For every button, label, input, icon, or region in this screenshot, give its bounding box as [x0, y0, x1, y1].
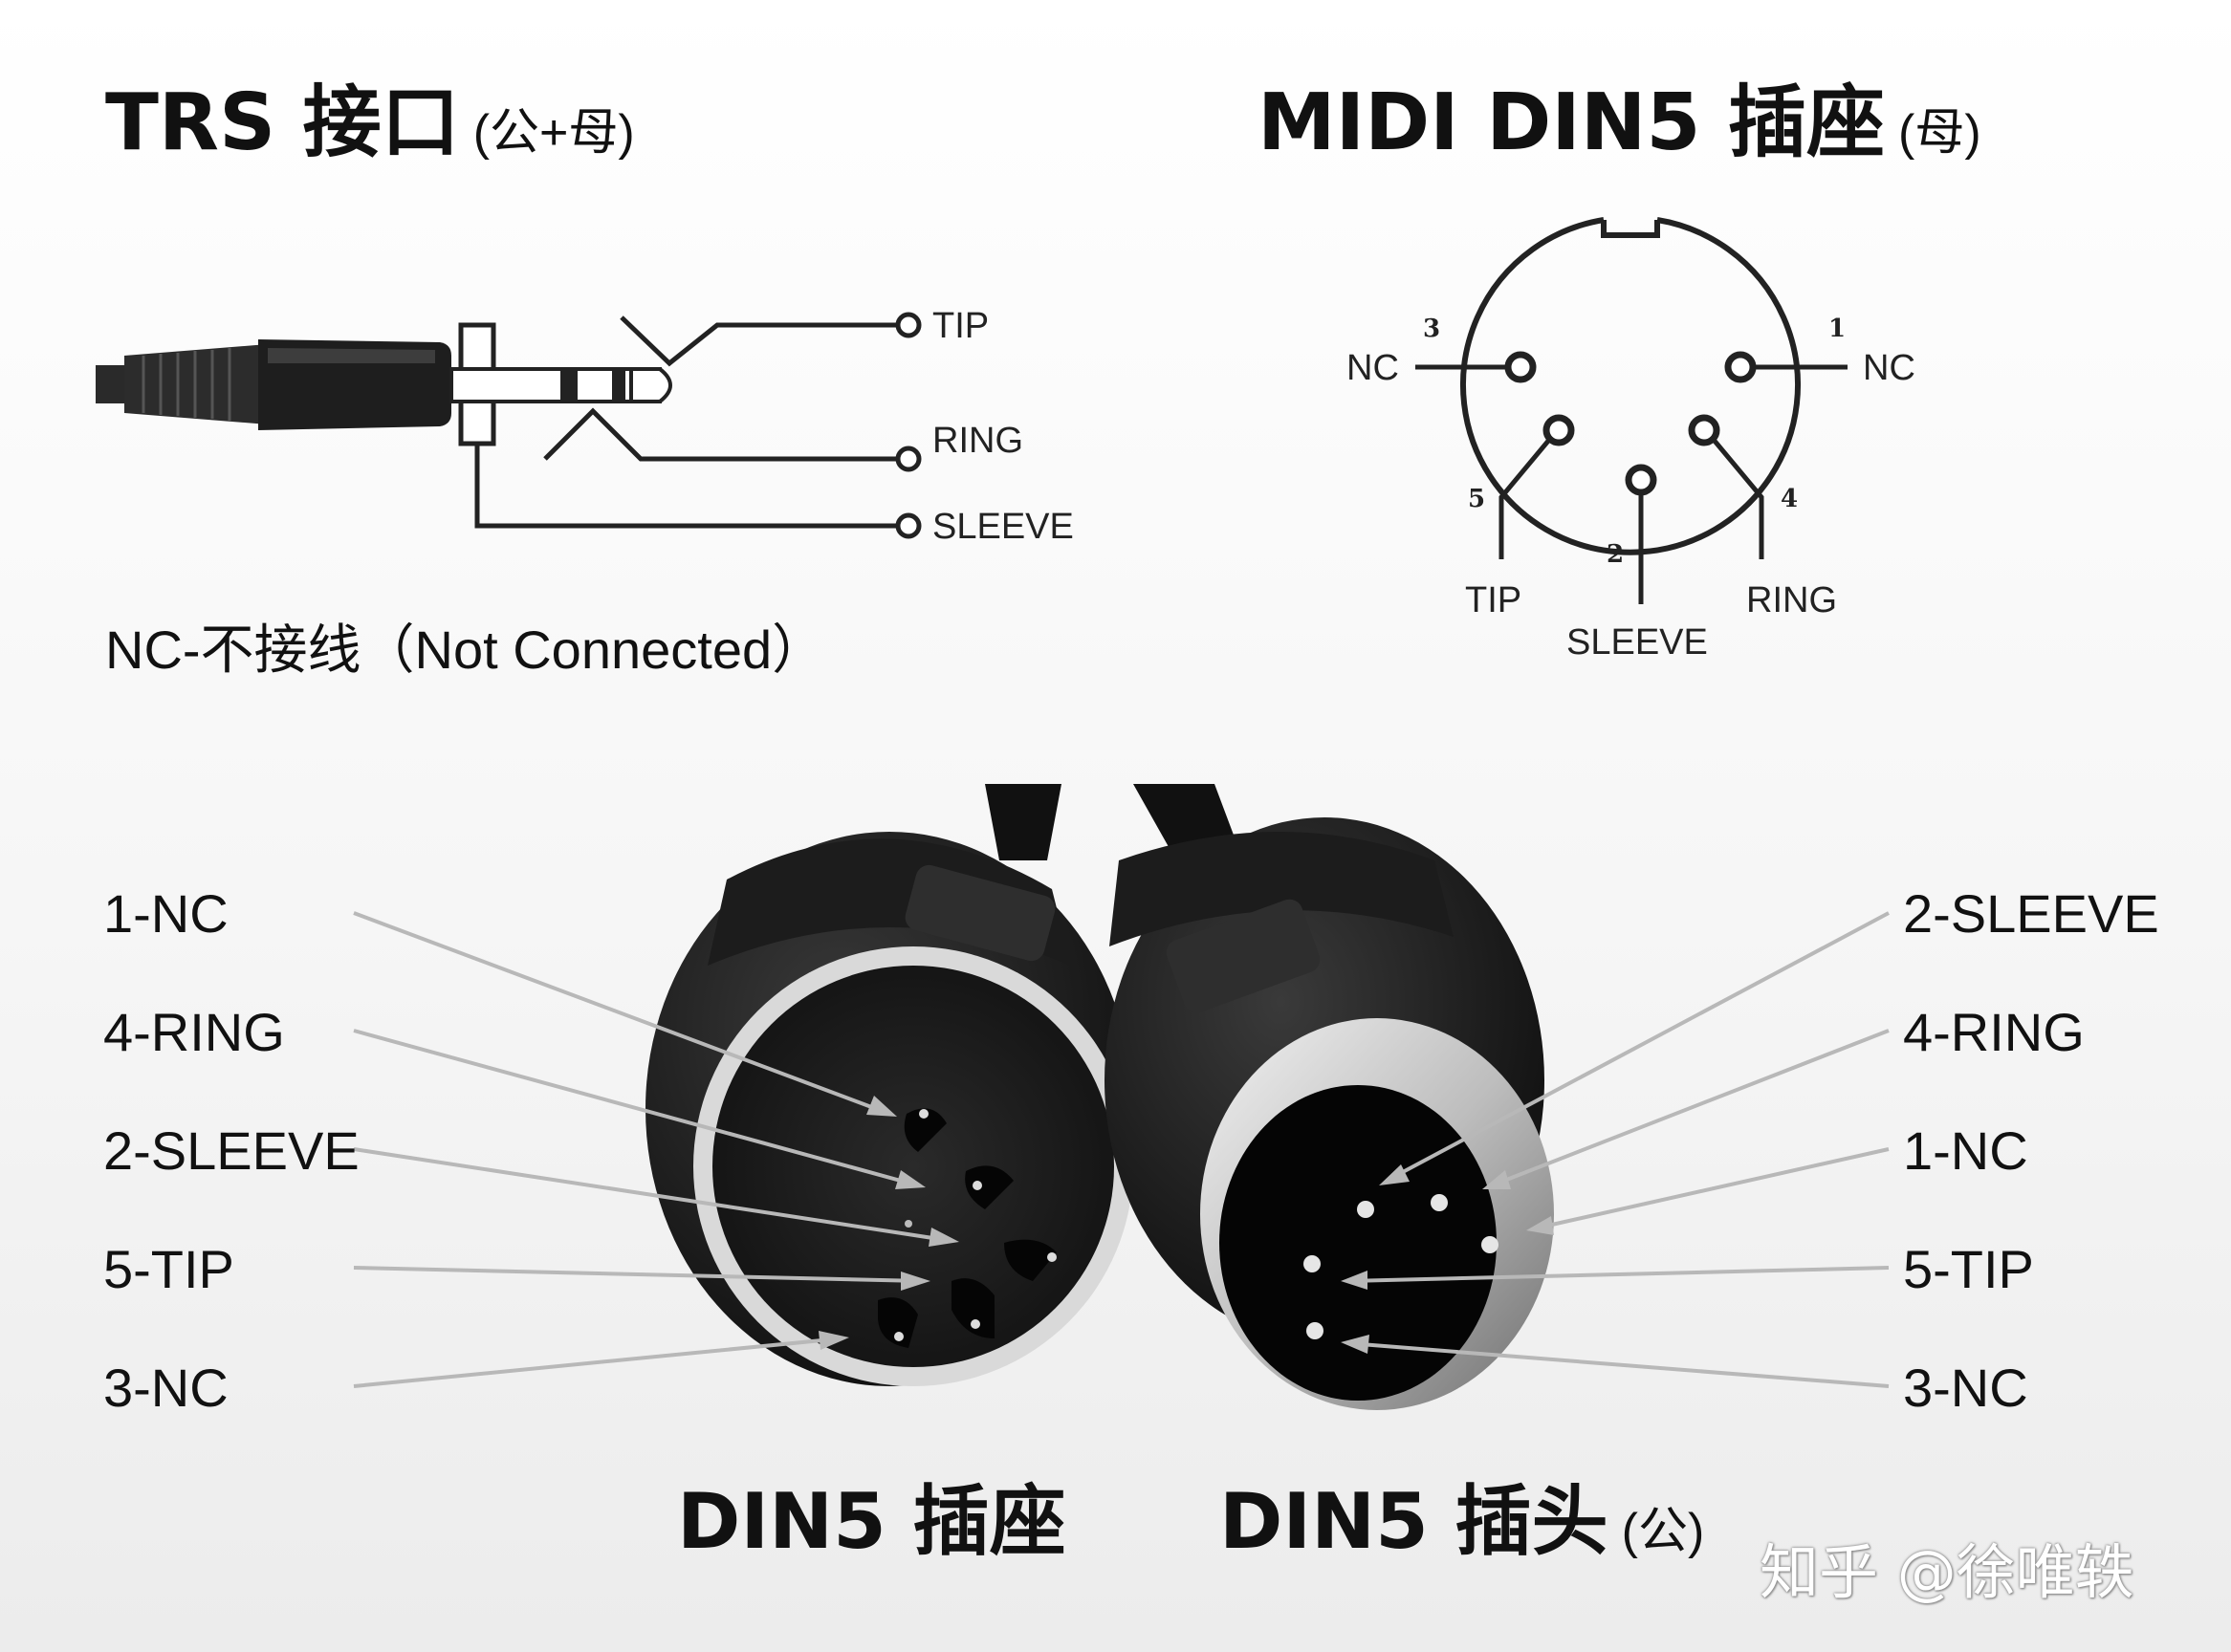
din-label-nc-right: NC — [1863, 348, 1915, 388]
trs-label-sleeve: SLEEVE — [932, 507, 1074, 547]
din-outer-ring — [1460, 217, 1801, 555]
trs-tip-terminal — [895, 312, 922, 338]
din-pin-number-1: 1 — [1828, 315, 1846, 343]
trs-sleeve-terminal — [895, 512, 922, 539]
socket-leader-lines — [353, 911, 952, 1388]
socket-label-3: 2-SLEEVE — [103, 1120, 360, 1181]
socket-label-1: 1-NC — [103, 883, 229, 944]
din-label-sleeve: SLEEVE — [1566, 622, 1708, 663]
din-pin-number-2: 2 — [1607, 540, 1624, 569]
plug-label-2: 4-RING — [1903, 1002, 2085, 1062]
trs-diagram: TIP RING SLEEVE — [96, 306, 1074, 547]
din5-socket-connector — [645, 832, 1133, 1386]
plug-label-3: 1-NC — [1903, 1120, 2028, 1181]
trs-sleeve-wire — [474, 444, 897, 529]
din5-plug-connector — [1105, 817, 1554, 1410]
watermark: 知乎 @徐唯轶 — [1760, 1537, 2134, 1607]
plug-leader-lines — [1347, 911, 1890, 1388]
midi-title: MIDI DIN5 插座(母) — [1258, 84, 1981, 163]
trs-tip-wire — [620, 315, 897, 367]
din-pin-number-3: 3 — [1423, 315, 1440, 343]
plug-bottom-title-text: DIN5 插头 — [1219, 1477, 1608, 1566]
plug-bottom-title: DIN5 插头(公) — [1219, 1484, 1704, 1560]
din-pin-4 — [1688, 414, 1764, 559]
din-pin-5 — [1498, 414, 1575, 559]
midi-title-text: MIDI DIN5 插座 — [1258, 77, 1886, 168]
plug-label-1: 2-SLEEVE — [1903, 883, 2159, 944]
socket-cable — [985, 784, 1061, 860]
midi-din5-diagram: 3 1 5 4 2 NC NC TIP RING SLEEVE — [1346, 217, 1915, 663]
trs-subtitle: (公+母) — [472, 105, 635, 161]
midi-subtitle: (母) — [1898, 105, 1981, 161]
trs-ring-band — [560, 369, 578, 402]
trs-note: NC-不接线（Not Connected） — [105, 620, 826, 680]
plug-label-5: 3-NC — [1903, 1358, 2028, 1418]
din-pin-3 — [1415, 351, 1537, 383]
trs-label-ring: RING — [932, 421, 1023, 461]
din-pin-number-5: 5 — [1468, 485, 1485, 513]
din-key-notch — [1601, 220, 1660, 238]
trs-ring-wire — [543, 407, 897, 462]
socket-bottom-title: DIN5 插座 — [677, 1477, 1066, 1566]
plug-label-4: 5-TIP — [1903, 1239, 2034, 1299]
connector-photo — [353, 784, 1890, 1410]
socket-pin-holes — [878, 1108, 1057, 1348]
din-pin-number-4: 4 — [1781, 485, 1798, 513]
plug-bottom-subtitle: (公) — [1621, 1504, 1705, 1559]
socket-label-4: 5-TIP — [103, 1239, 234, 1299]
din-pin-2 — [1625, 464, 1657, 604]
trs-sleeve-shaft — [449, 367, 662, 403]
din-pin-1 — [1724, 351, 1848, 383]
trs-label-tip: TIP — [932, 306, 989, 346]
din-label-ring: RING — [1746, 580, 1837, 620]
trs-ring-terminal — [895, 446, 922, 472]
plug-pins — [1303, 1194, 1498, 1339]
din-label-tip: TIP — [1465, 580, 1521, 620]
socket-label-5: 3-NC — [103, 1358, 229, 1418]
trs-title-text: TRS 接口 — [105, 77, 460, 168]
trs-title: TRS 接口(公+母) — [105, 84, 635, 163]
din-label-nc-left: NC — [1346, 348, 1399, 388]
socket-leader-arrows — [819, 1096, 959, 1350]
plug-leader-arrows — [1341, 1164, 1554, 1354]
socket-label-2: 4-RING — [103, 1002, 285, 1062]
trs-tip — [629, 367, 672, 403]
trs-strain-relief — [124, 344, 268, 424]
